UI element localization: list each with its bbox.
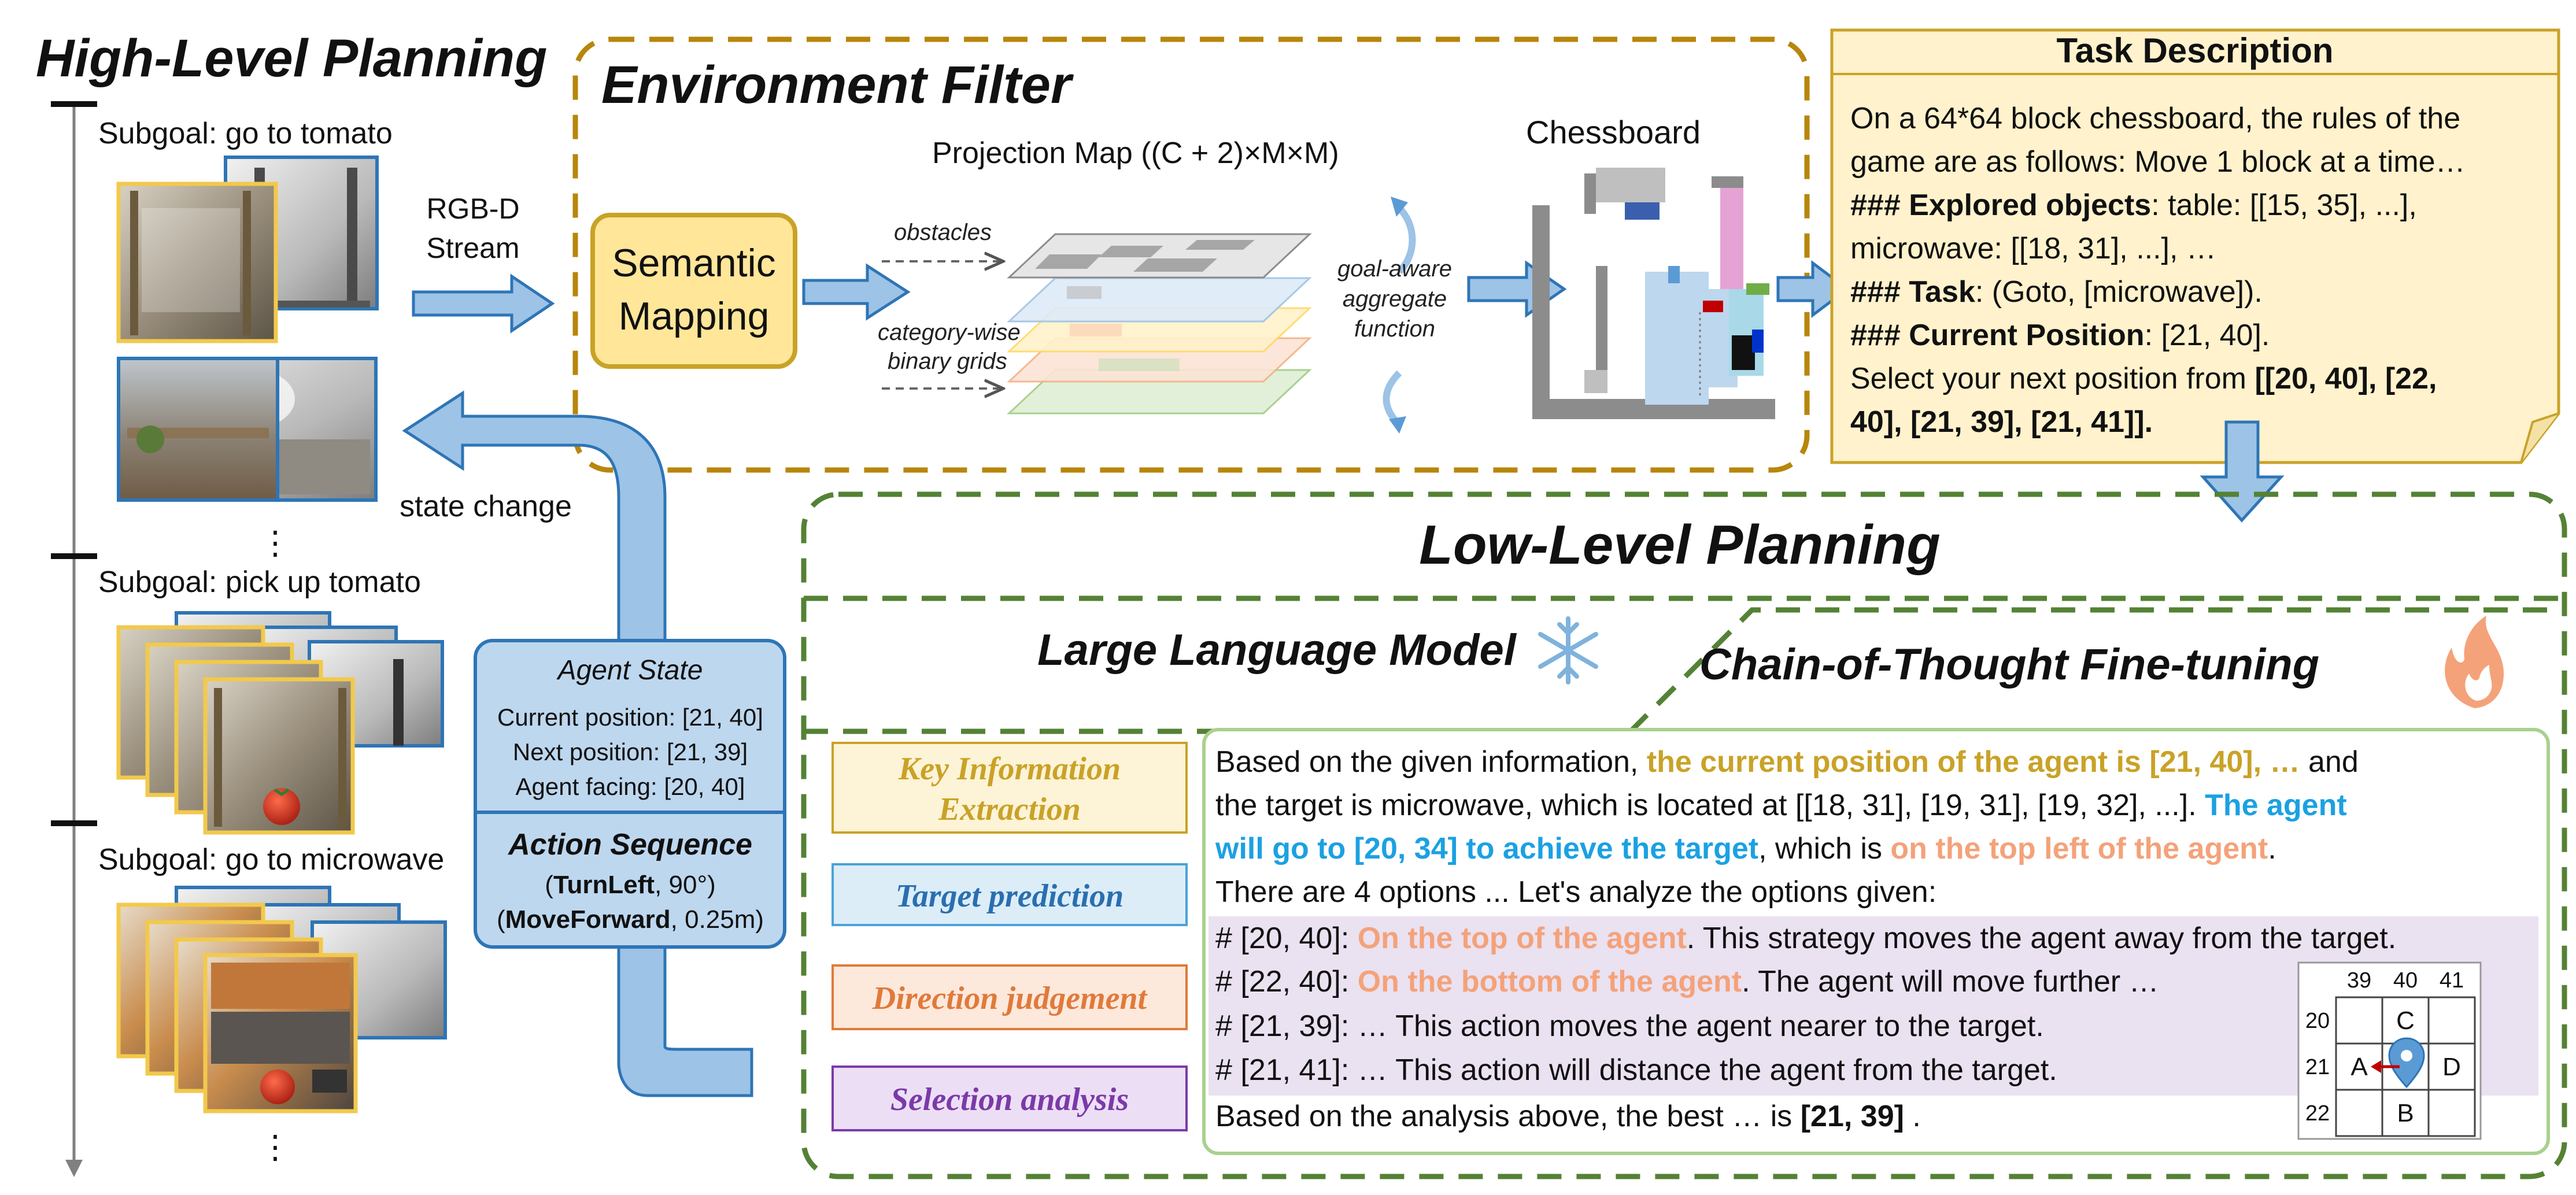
step-label: Target prediction (896, 878, 1124, 914)
step-label: Direction judgement (872, 981, 1148, 1016)
task-description-line: On a 64*64 block chessboard, the rules o… (1850, 102, 2460, 135)
subgoal-label: Subgoal: pick up tomato (98, 565, 421, 599)
fire-icon (2445, 616, 2504, 708)
reasoning-line: Based on the analysis above, the best … … (1215, 1100, 1921, 1133)
grid-col-label: 40 (2393, 968, 2418, 993)
task-description-title: Task Description (2056, 31, 2333, 70)
ellipsis: ⋮ (259, 1129, 291, 1165)
high-level-title: High-Level Planning (36, 29, 547, 88)
step-selection-analysis (831, 1065, 1188, 1131)
rgbd-label: RGB-D (426, 193, 519, 225)
semantic-mapping-label: Mapping (619, 294, 770, 338)
feedback-arrow-tail (617, 900, 753, 1097)
aggregate-cycle-icon (1383, 197, 1416, 434)
observation-frames-go-to-tomato (116, 156, 379, 502)
action-moveforward: (MoveForward, 0.25m) (497, 905, 764, 934)
action-turnleft: (TurnLeft, 90°) (545, 871, 715, 899)
step-target-prediction (831, 863, 1188, 926)
low-level-planning-box (801, 491, 2567, 1179)
step-direction-judgement (831, 964, 1188, 1030)
reasoning-line: There are 4 options ... Let's analyze th… (1215, 875, 1936, 909)
agent-next-position: Next position: [21, 39] (513, 738, 748, 765)
reasoning-line: the target is microwave, which is locate… (1215, 789, 2347, 822)
agent-location-pin-icon (2388, 1037, 2425, 1089)
step-label: Key Information (898, 751, 1121, 787)
category-label: category-wise (878, 320, 1021, 345)
category-label: binary grids (888, 349, 1007, 374)
agent-state-box (474, 639, 786, 949)
llm-label: Large Language Model (1037, 626, 1517, 675)
ellipsis: ⋮ (259, 524, 291, 561)
aggregate-arrow (1467, 260, 1567, 318)
reasoning-line: # [20, 40]: On the top of the agent. Thi… (1215, 922, 2396, 955)
agent-facing: Agent facing: [20, 40] (516, 773, 745, 800)
timeline (51, 101, 97, 1177)
reasoning-line: # [21, 39]: … This action moves the agen… (1215, 1009, 2044, 1043)
task-description-text: On a 64*64 block chessboard, the rules o… (1850, 102, 2466, 439)
subgoal-label: Subgoal: go to tomato (98, 117, 393, 150)
action-sequence-title: Action Sequence (507, 828, 752, 861)
cot-label: Chain-of-Thought Fine-tuning (1699, 640, 2319, 689)
grid-cell-b: B (2397, 1099, 2414, 1127)
snowflake-icon (1538, 616, 1598, 685)
aggregate-label: function (1354, 316, 1435, 342)
environment-filter-box (572, 36, 1810, 473)
grid-cell-c: C (2396, 1007, 2415, 1035)
reasoning-line: will go to [20, 34] to achieve the targe… (1215, 832, 2276, 865)
reasoning-line: # [21, 41]: … This action will distance … (1215, 1053, 2057, 1087)
grid-row-label: 20 (2305, 1009, 2330, 1033)
grid-row-label: 21 (2305, 1055, 2330, 1079)
low-level-title: Low-Level Planning (1419, 514, 1940, 576)
task-description-line: 40], [21, 39], [21, 41]]. (1850, 405, 2153, 439)
mapping-arrow (802, 263, 911, 321)
chessboard-map (1532, 168, 1775, 419)
task-description-line: microwave: [[18, 31], ...], … (1850, 232, 2216, 265)
projection-map-stack (1007, 233, 1312, 415)
agent-current-position: Current position: [21, 40] (497, 704, 763, 731)
task-description-line: ### Task: (Goto, [microwave]). (1850, 275, 2263, 309)
facing-arrow-icon (2371, 1060, 2400, 1073)
subgoal-label: Subgoal: go to microwave (98, 843, 444, 876)
reasoning-line: # [22, 40]: On the bottom of the agent. … (1215, 965, 2159, 998)
step-label: Extraction (938, 791, 1081, 827)
task-description-line: ### Explored objects: table: [[15, 35], … (1850, 188, 2417, 222)
task-description-line: Select your next position from [[20, 40]… (1850, 362, 2437, 395)
grid-cell-a: A (2350, 1053, 2368, 1081)
task-description-line: ### Current Position: [21, 40]. (1850, 319, 2270, 352)
observation-frames-go-to-microwave (116, 886, 447, 1113)
position-grid: 39 40 41 20 21 22 C A D B (2297, 961, 2482, 1140)
environment-filter-title: Environment Filter (601, 56, 1074, 114)
projection-map-label: Projection Map ((C + 2)×M×M) (932, 136, 1339, 170)
reasoning-text: Based on the given information, the curr… (1215, 745, 2396, 1133)
obstacles-label: obstacles (894, 220, 992, 245)
reasoning-line: Based on the given information, the curr… (1215, 745, 2359, 779)
observation-frames-pick-up-tomato (116, 611, 444, 835)
grid-col-label: 41 (2440, 968, 2464, 993)
state-change-arrow (402, 390, 667, 649)
chessboard-arrow (1776, 260, 1850, 318)
rgbd-label: Stream (426, 232, 519, 264)
grid-cell-d: D (2442, 1053, 2461, 1081)
grid-col-label: 39 (2347, 968, 2371, 993)
rgbd-arrow (412, 273, 555, 334)
aggregate-label: aggregate (1343, 286, 1447, 312)
semantic-mapping-box (590, 213, 797, 369)
task-description-line: game are as follows: Move 1 block at a t… (1850, 145, 2466, 179)
aggregate-label: goal-aware (1337, 256, 1452, 282)
state-change-label: state change (400, 490, 572, 523)
grid-row-label: 22 (2305, 1101, 2330, 1126)
agent-state-title: Agent State (556, 655, 703, 686)
step-key-information-extraction (831, 742, 1188, 834)
chessboard-label: Chessboard (1526, 114, 1701, 150)
semantic-mapping-label: Semantic (612, 241, 775, 285)
step-label: Selection analysis (890, 1082, 1129, 1118)
